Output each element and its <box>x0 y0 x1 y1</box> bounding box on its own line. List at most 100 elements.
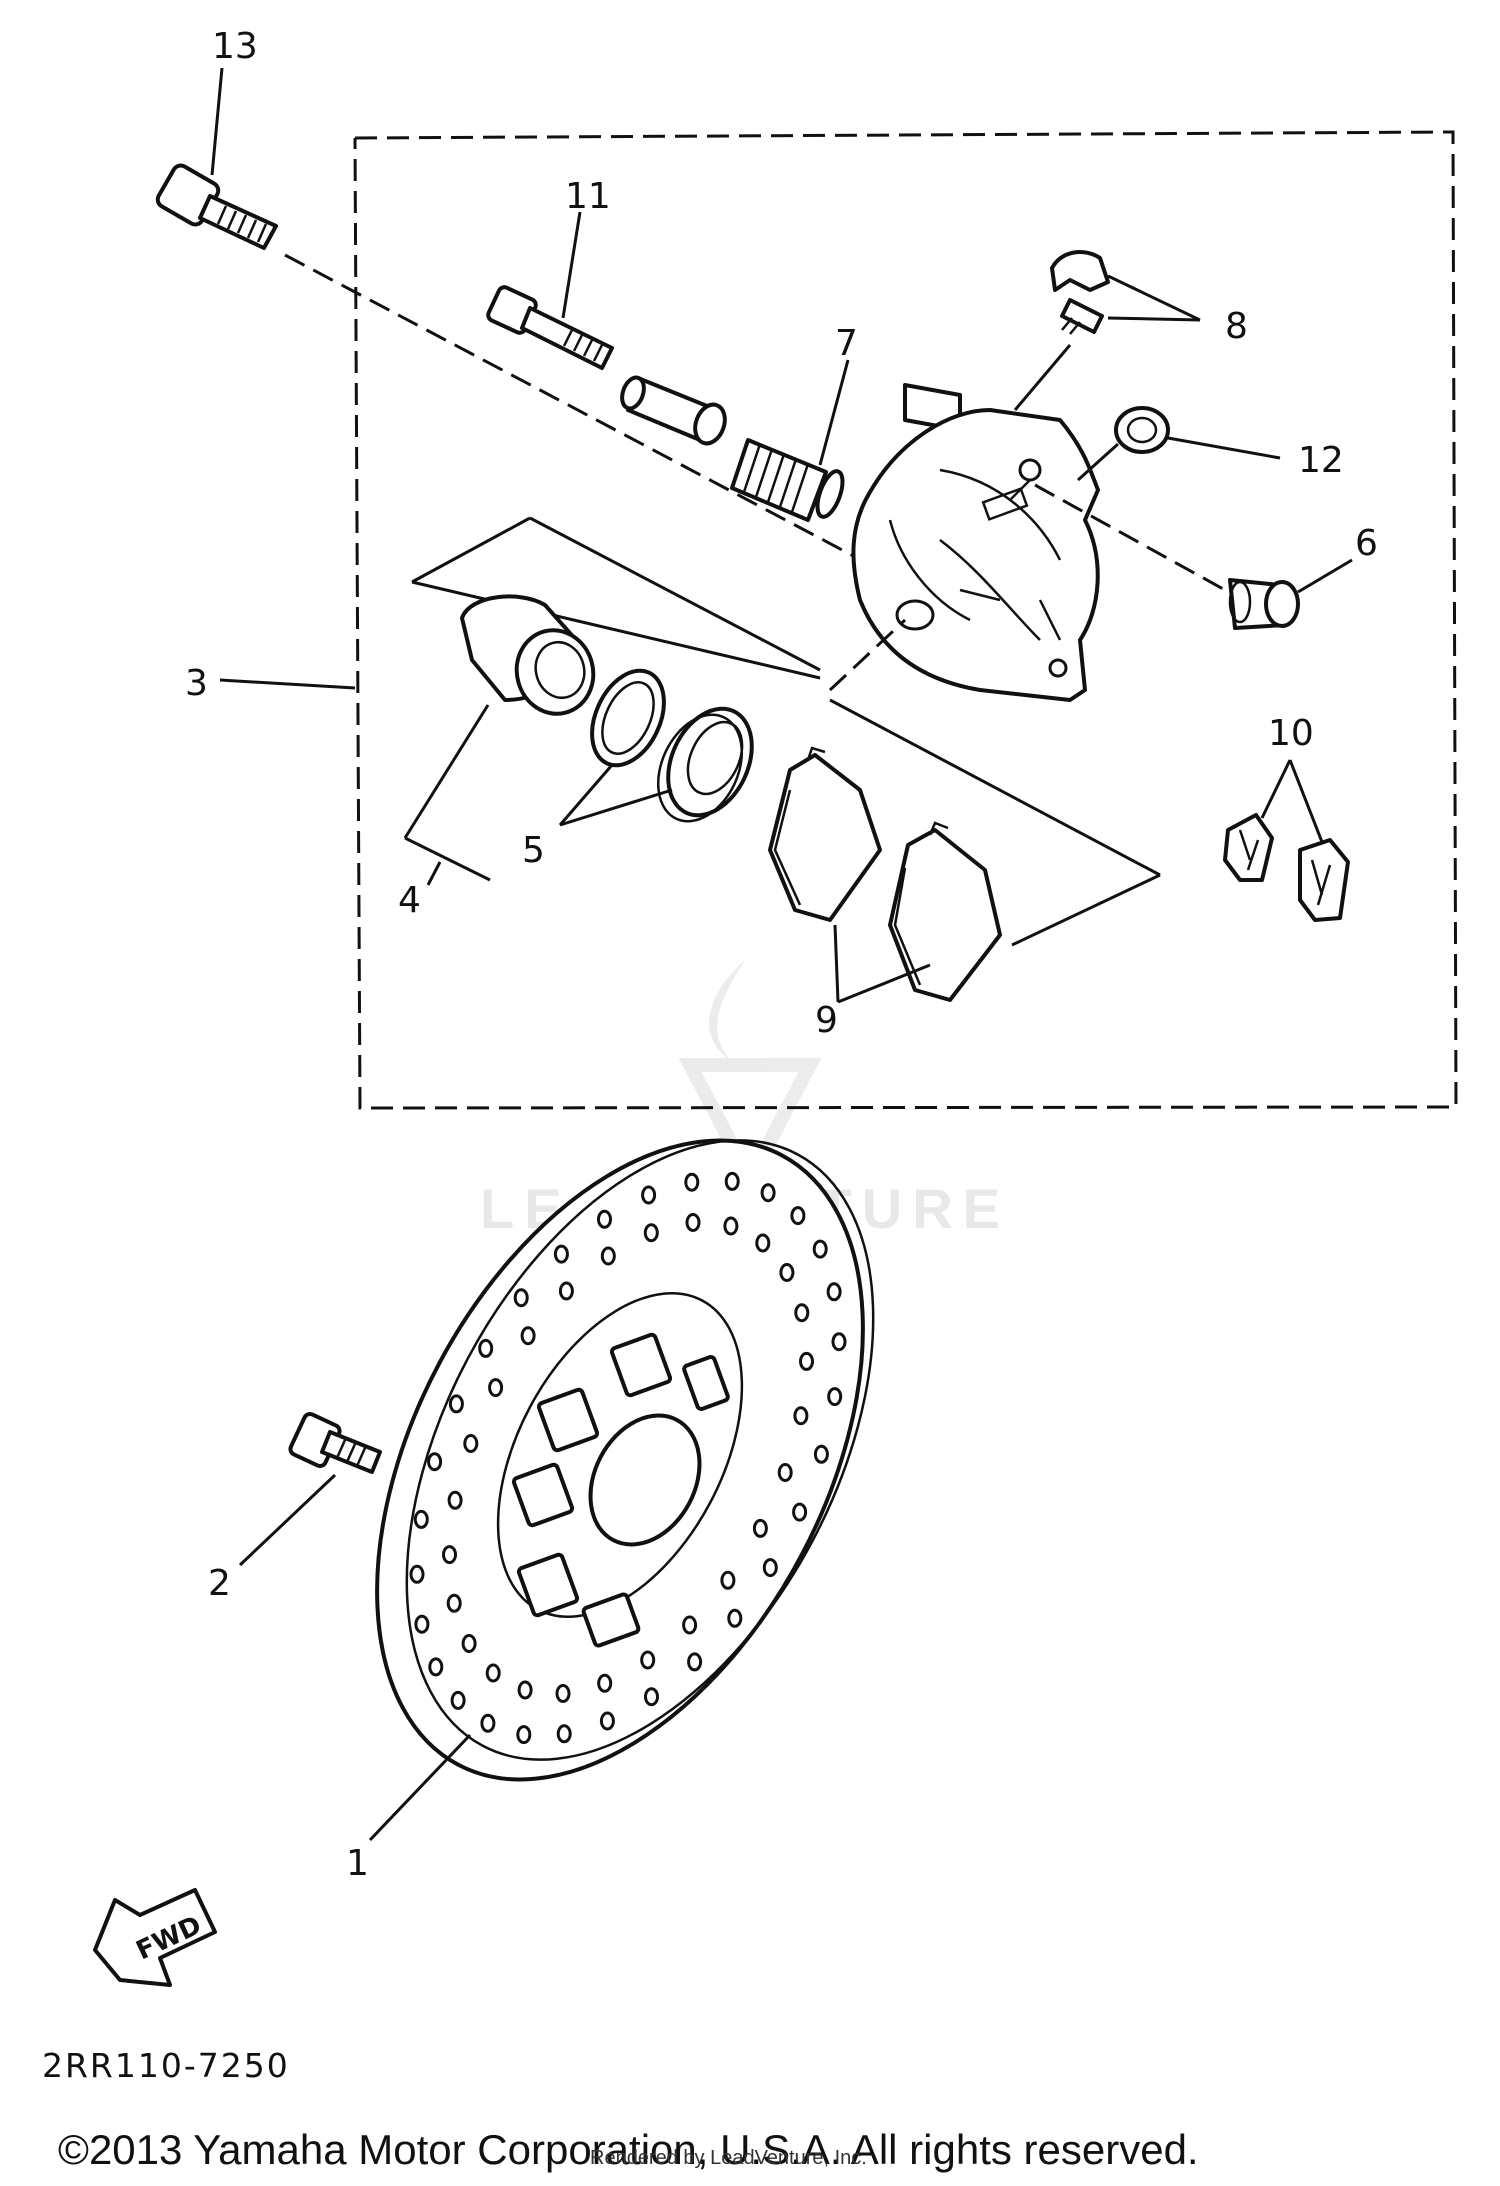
disc-drill-hole <box>793 1406 809 1426</box>
alignment-line-6 <box>1034 483 1226 592</box>
disc-drill-hole <box>794 1303 810 1323</box>
callout-6: 6 <box>1355 523 1378 564</box>
disc-drill-hole <box>799 1351 814 1371</box>
callout-12: 12 <box>1298 440 1344 481</box>
callout-4: 4 <box>398 880 421 921</box>
disc-drill-hole <box>446 1593 462 1613</box>
disc-drill-hole <box>448 1394 464 1414</box>
disc-drill-hole <box>685 1213 701 1232</box>
disc-bolt-2 <box>288 1412 382 1474</box>
caliper-assembly-boundary <box>353 130 1458 1110</box>
disc-drill-hole <box>600 1246 616 1266</box>
disc-vents <box>511 1332 730 1648</box>
disc-drill-hole <box>442 1545 457 1565</box>
leader-12 <box>1167 436 1281 460</box>
disc-drill-holes <box>409 1171 847 1745</box>
bleed-screw-and-cap-8 <box>1050 250 1110 335</box>
disc-drill-hole <box>762 1558 778 1578</box>
brake-pad-9a <box>768 746 882 922</box>
pad-bracket-end <box>1011 873 1161 947</box>
disc-drill-hole <box>790 1206 806 1226</box>
leader-13 <box>210 67 224 176</box>
disc-drill-hole <box>427 1452 443 1472</box>
brake-disc-1 <box>375 1138 875 1782</box>
disc-drill-hole <box>760 1183 776 1203</box>
disc-drill-hole <box>447 1490 463 1510</box>
disc-drill-hole <box>485 1663 501 1683</box>
disc-drill-hole <box>792 1502 808 1522</box>
callout-13: 13 <box>212 26 258 67</box>
boot-12 <box>1114 406 1170 454</box>
leader-10a <box>1260 759 1292 819</box>
leader-11 <box>561 211 582 319</box>
leader-5a <box>558 764 614 826</box>
disc-drill-hole <box>599 1711 615 1731</box>
pad-spring-10a <box>1223 813 1274 882</box>
leader-4-bracket <box>404 836 491 882</box>
leader-1 <box>368 1733 472 1842</box>
disc-drill-hole <box>463 1434 479 1453</box>
disc-drill-hole <box>597 1673 613 1693</box>
callout-11: 11 <box>565 176 611 217</box>
leader-9a <box>833 924 840 1003</box>
pin-bolt-11 <box>486 285 614 370</box>
leader-10b <box>1288 759 1324 843</box>
disc-drill-hole <box>643 1223 659 1243</box>
disc-drill-hole <box>826 1282 842 1302</box>
disc-drill-hole <box>644 1687 659 1707</box>
disc-drill-hole <box>684 1172 700 1192</box>
boot12-to-body-line <box>1076 442 1120 482</box>
disc-drill-hole <box>813 1444 829 1464</box>
disc-drill-hole <box>556 1724 572 1744</box>
disc-drill-hole <box>779 1263 795 1282</box>
disc-drill-hole <box>488 1378 504 1398</box>
piston-bracket-top <box>411 516 531 584</box>
leader-2 <box>238 1473 337 1567</box>
dust-seal-5 <box>590 668 666 768</box>
leader-5b <box>559 788 673 827</box>
disc-drill-hole <box>682 1615 698 1635</box>
disc-drill-hole <box>513 1288 529 1308</box>
forward-direction-arrow: FWD <box>93 1888 217 1987</box>
callout-9: 9 <box>815 1000 838 1041</box>
disc-drill-hole <box>755 1233 771 1253</box>
leader-6 <box>1297 558 1353 594</box>
disc-drill-hole <box>724 1171 740 1191</box>
disc-drill-hole <box>812 1239 828 1259</box>
diagram-code: 2RR110-7250 <box>42 2046 290 2085</box>
leader-8a <box>1107 274 1201 322</box>
disc-drill-hole <box>640 1650 656 1670</box>
caliper-body <box>851 383 1100 702</box>
leader-3 <box>219 678 356 690</box>
pin-sleeve <box>620 375 727 446</box>
disc-drill-hole <box>720 1570 736 1590</box>
brake-pad-9b <box>888 821 1002 1002</box>
callout-5: 5 <box>522 830 545 871</box>
disc-drill-hole <box>461 1634 477 1653</box>
disc-drill-hole <box>517 1680 533 1700</box>
disc-drill-hole <box>478 1338 494 1358</box>
render-credit: Rendered by LeadVenture, Inc. <box>590 2147 867 2169</box>
disc-drill-hole <box>553 1244 569 1264</box>
disc-drill-hole <box>597 1209 612 1229</box>
pin-boot-7 <box>730 438 845 522</box>
disc-drill-hole <box>752 1518 768 1538</box>
disc-drill-hole <box>831 1332 847 1352</box>
piston-bracket-side <box>529 516 821 672</box>
disc-drill-hole <box>428 1657 444 1677</box>
disc-drill-hole <box>723 1216 739 1236</box>
alignment-line-13 <box>284 253 881 572</box>
leader-7 <box>818 359 850 466</box>
pad-spring-10b <box>1298 838 1350 922</box>
disc-drill-hole <box>516 1725 532 1745</box>
piston-alignment <box>828 618 907 692</box>
piston-4 <box>460 594 596 716</box>
disc-drill-hole <box>414 1614 430 1634</box>
disc-drill-hole <box>687 1652 703 1672</box>
caliper-mounting-bolt-13 <box>155 163 278 250</box>
leader-4-label <box>426 861 442 886</box>
pad-bracket-lower <box>829 698 1161 877</box>
callout-3: 3 <box>185 663 208 704</box>
leader-9b <box>837 963 931 1004</box>
